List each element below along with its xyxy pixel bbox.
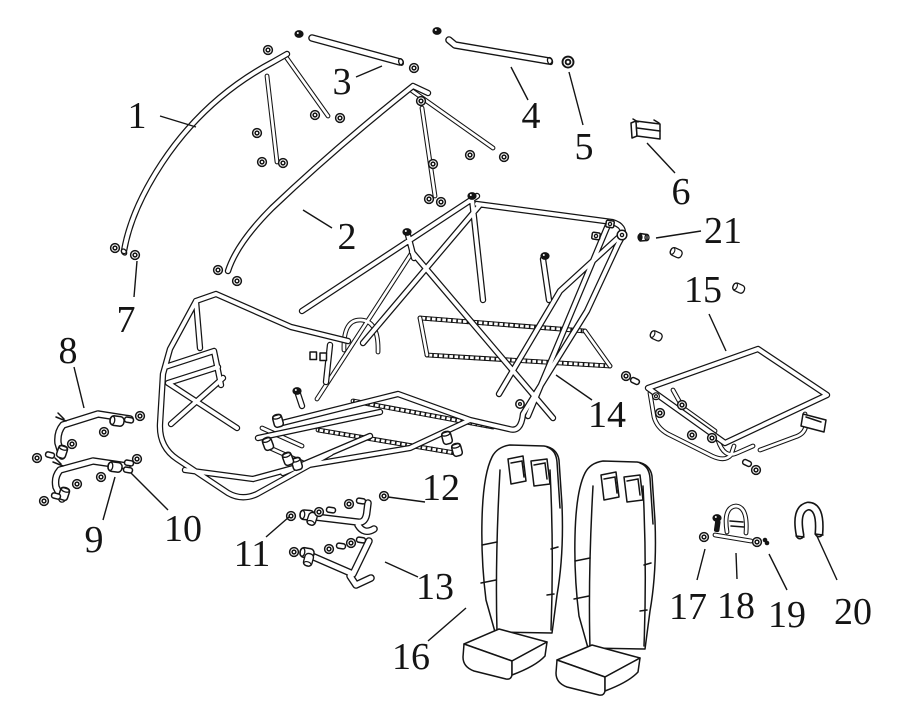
part-cross-bar-front	[294, 30, 420, 74]
leader-line-9	[102, 476, 116, 521]
leader-line-20	[815, 533, 838, 581]
leader-line-13	[384, 561, 419, 578]
leader-line-11	[265, 516, 290, 538]
leader-line-1	[159, 115, 197, 128]
part-label-19-bolt: 19	[768, 594, 806, 636]
part-flange-nut-5	[561, 55, 575, 69]
part-label-18-anchor-bracket: 18	[717, 585, 755, 627]
leader-line-6	[646, 142, 676, 174]
leader-line-15	[708, 313, 727, 352]
leader-line-7	[133, 260, 138, 298]
part-label-6-clamp-bracket: 6	[672, 171, 691, 213]
part-main-frame-14	[160, 192, 628, 497]
part-label-15-rear-rack-frame: 15	[684, 269, 722, 311]
part-lower-a-arm-9	[38, 453, 143, 507]
leader-line-19	[768, 553, 788, 591]
part-label-7-hoop-end-nuts: 7	[117, 299, 136, 341]
part-label-12-upper-a-arm-right: 12	[422, 467, 460, 509]
part-cross-bar-rear	[432, 27, 554, 66]
part-label-20-u-guard: 20	[834, 591, 872, 633]
part-label-21-end-plug: 21	[704, 210, 742, 252]
part-washer-11	[285, 510, 297, 522]
leader-line-14	[555, 374, 593, 401]
part-label-2-roll-cage-hoop-right: 2	[338, 216, 357, 258]
part-label-10-bushing-pins: 10	[164, 508, 202, 550]
part-nut-17	[698, 531, 710, 543]
part-bolt-19	[751, 536, 770, 548]
part-label-9-lower-a-arm-left: 9	[85, 519, 104, 561]
part-label-17-nut: 17	[669, 586, 707, 628]
part-roll-cage-hoop-left	[109, 44, 346, 261]
part-label-1-roll-cage-hoop-left: 1	[128, 95, 147, 137]
leader-line-18	[735, 552, 738, 580]
part-label-14-main-frame: 14	[588, 394, 626, 436]
part-label-11-washer: 11	[234, 533, 271, 575]
part-u-guard-20	[796, 506, 823, 537]
part-anchor-bracket-18	[712, 506, 751, 541]
leader-line-12	[387, 496, 426, 503]
part-label-4-cross-bar-rear: 4	[522, 95, 541, 137]
leader-line-8	[73, 366, 85, 409]
part-label-5-flange-nut: 5	[575, 126, 594, 168]
part-end-plug-21	[637, 232, 650, 242]
seat-right	[555, 460, 657, 696]
leader-line-3	[355, 65, 383, 78]
part-label-3-cross-bar-front: 3	[333, 61, 352, 103]
leader-line-5	[568, 71, 584, 126]
leader-line-16	[427, 607, 467, 642]
part-rear-rack-15	[620, 245, 827, 476]
part-label-8-upper-a-arm-left: 8	[59, 330, 78, 372]
leader-line-10	[130, 472, 169, 511]
part-upper-a-arm-12	[285, 490, 390, 532]
part-roll-cage-hoop-right	[212, 86, 510, 287]
part-upper-a-arm-8	[31, 412, 146, 464]
part-bushing-pins-10	[122, 453, 143, 475]
part-label-13-lower-a-arm-right: 13	[416, 566, 454, 608]
seat-left	[462, 444, 564, 680]
part-lower-a-arm-13	[288, 536, 371, 585]
part-label-16-seats: 16	[392, 636, 430, 678]
leader-line-4	[510, 66, 529, 101]
part-seats-16	[462, 444, 657, 696]
leader-line-17	[696, 548, 706, 581]
leader-line-2	[302, 209, 333, 229]
part-clamp-bracket-6	[630, 118, 661, 140]
leader-line-21	[655, 230, 702, 239]
